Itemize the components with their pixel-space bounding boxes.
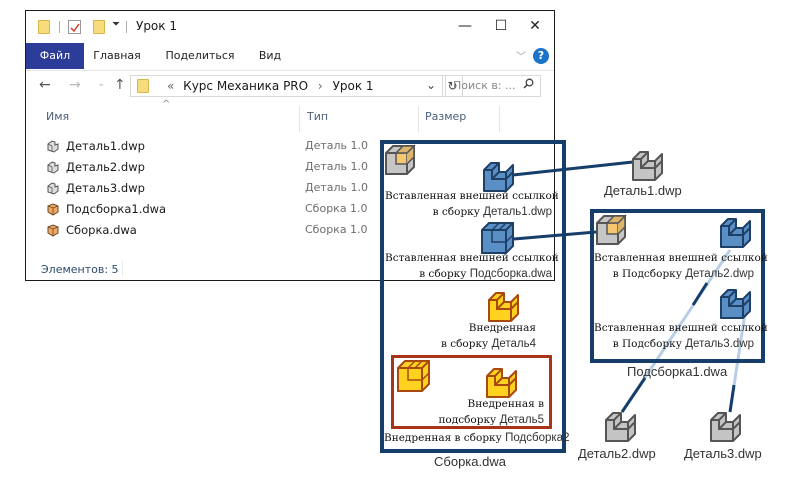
customize-toolbar-icon[interactable]: ⏷ <box>112 19 120 30</box>
assembly-item-label: Вставленная внешней ссылкой в сборку Дет… <box>385 190 559 218</box>
column-divider[interactable] <box>299 106 300 132</box>
file-part-icon <box>710 412 741 442</box>
help-button[interactable]: ? <box>533 48 549 64</box>
embedded-part-icon <box>486 368 517 398</box>
column-header-name[interactable]: Имя <box>46 110 70 123</box>
part-icon <box>47 140 59 153</box>
part-file-caption: Деталь2.dwp <box>578 446 656 461</box>
breadcrumb: « Курс Механика PRO › Урок 1 <box>167 79 374 93</box>
file-type: Деталь 1.0 <box>305 160 369 173</box>
link-detal2 <box>620 249 732 413</box>
external-part-icon <box>720 218 751 248</box>
file-row[interactable]: Деталь2.dwp Деталь 1.0 <box>46 158 386 178</box>
part-file-caption: Деталь1.dwp <box>604 183 682 198</box>
file-row[interactable]: Деталь1.dwp Деталь 1.0 <box>46 137 386 157</box>
column-header-type[interactable]: Тип <box>307 110 329 123</box>
column-divider[interactable] <box>418 106 419 132</box>
file-part-icon <box>605 412 636 442</box>
file-name: Деталь1.dwp <box>66 139 145 153</box>
search-icon <box>523 78 534 92</box>
status-bar-item-count: Элементов: 5 <box>41 263 119 276</box>
tab-home[interactable]: Главная <box>93 49 141 62</box>
file-type: Деталь 1.0 <box>305 181 369 194</box>
properties-icon[interactable] <box>68 20 81 34</box>
assembly-icon <box>47 224 59 237</box>
forward-button[interactable]: → <box>69 77 81 93</box>
link-podsborka1 <box>513 230 597 241</box>
assembly-item-label: Вставленная внешней ссылкой в сборку Под… <box>385 252 559 280</box>
file-type: Деталь 1.0 <box>305 139 369 152</box>
breadcrumb-separator[interactable]: › <box>317 79 323 93</box>
link-detal1 <box>512 160 634 177</box>
assembly-icon <box>596 214 627 245</box>
subassembly-frame <box>590 209 765 363</box>
file-name: Деталь2.dwp <box>66 160 145 174</box>
address-dropdown-icon[interactable]: ⌄ <box>425 78 436 92</box>
up-button[interactable]: ↑ <box>114 77 126 93</box>
expand-ribbon-icon[interactable]: ﹀ <box>516 52 526 63</box>
search-input[interactable]: Поиск в: ... <box>445 75 541 97</box>
assembly-icon <box>385 144 416 175</box>
assembly-icon <box>47 203 59 216</box>
tab-view[interactable]: Вид <box>258 49 282 62</box>
ribbon-tabs: Файл Главная Поделиться Вид ﹀ ? <box>26 43 554 71</box>
divider <box>59 21 60 33</box>
search-placeholder: Поиск в: ... <box>453 79 516 92</box>
column-header-size[interactable]: Размер <box>425 110 467 123</box>
minimize-button[interactable]: — <box>458 18 472 34</box>
subassembly-item-label: Вставленная внешней ссылкой в Подсборку … <box>594 322 768 350</box>
column-divider[interactable] <box>499 106 500 132</box>
folder-icon <box>137 79 149 93</box>
part-file-caption: Деталь3.dwp <box>684 446 762 461</box>
embedded-assembly-icon <box>397 360 430 392</box>
external-part-icon <box>720 289 751 319</box>
file-row[interactable]: Подсборка1.dwa Сборка 1.0 <box>46 200 386 220</box>
file-type: Сборка 1.0 <box>305 223 368 236</box>
title-bar: ⏷ Урок 1 — ☐ ✕ <box>26 11 554 43</box>
address-bar[interactable]: « Курс Механика PRO › Урок 1 ⌄ <box>130 75 443 97</box>
assembly-frame <box>380 140 566 453</box>
back-button[interactable]: ← <box>39 77 51 93</box>
file-name: Сборка.dwa <box>66 223 137 237</box>
embedded-subassembly-label: Внедренная в сборку Подсборка2 <box>384 432 570 444</box>
recent-locations-button[interactable]: ⌄ <box>97 78 106 89</box>
embedded-subassembly-frame <box>391 355 552 429</box>
embedded-part-icon <box>488 292 519 322</box>
file-explorer-window: ⏷ Урок 1 — ☐ ✕ Файл Главная Поделиться В… <box>25 10 555 281</box>
external-assembly-icon <box>481 222 514 254</box>
folder-icon <box>38 20 50 34</box>
external-part-icon <box>483 162 514 192</box>
divider <box>126 21 127 33</box>
tab-file[interactable]: Файл <box>26 43 84 69</box>
file-type: Сборка 1.0 <box>305 202 368 215</box>
navigation-bar: ← → ⌄ ↑ « Курс Механика PRO › Урок 1 ⌄ ↻… <box>26 71 554 101</box>
tab-share[interactable]: Поделиться <box>165 49 235 62</box>
part-icon <box>47 161 59 174</box>
breadcrumb-item[interactable]: Урок 1 <box>332 79 374 93</box>
divider <box>122 261 123 277</box>
new-folder-icon[interactable] <box>93 20 105 34</box>
subassembly-item-label: Вставленная внешней ссылкой в Подсборку … <box>594 252 768 280</box>
assembly-item-label: Внедренная в сборку Деталь4 <box>440 322 536 350</box>
part-icon <box>47 182 59 195</box>
window-title: Урок 1 <box>136 19 177 33</box>
assembly-caption: Сборка.dwa <box>434 454 506 469</box>
file-name: Деталь3.dwp <box>66 181 145 195</box>
file-row[interactable]: Деталь3.dwp Деталь 1.0 <box>46 179 386 199</box>
embedded-part-label: Внедренная в подсборку Деталь5 <box>438 398 544 426</box>
file-name: Подсборка1.dwa <box>66 202 167 216</box>
maximize-button[interactable]: ☐ <box>494 18 508 34</box>
sort-ascending-icon: ^ <box>162 99 171 110</box>
file-part-icon <box>632 151 663 181</box>
subassembly-caption: Подсборка1.dwa <box>627 364 728 379</box>
breadcrumb-overflow[interactable]: « <box>167 79 175 93</box>
file-row[interactable]: Сборка.dwa Сборка 1.0 <box>46 221 386 241</box>
close-button[interactable]: ✕ <box>529 18 541 34</box>
breadcrumb-item[interactable]: Курс Механика PRO <box>183 79 309 93</box>
